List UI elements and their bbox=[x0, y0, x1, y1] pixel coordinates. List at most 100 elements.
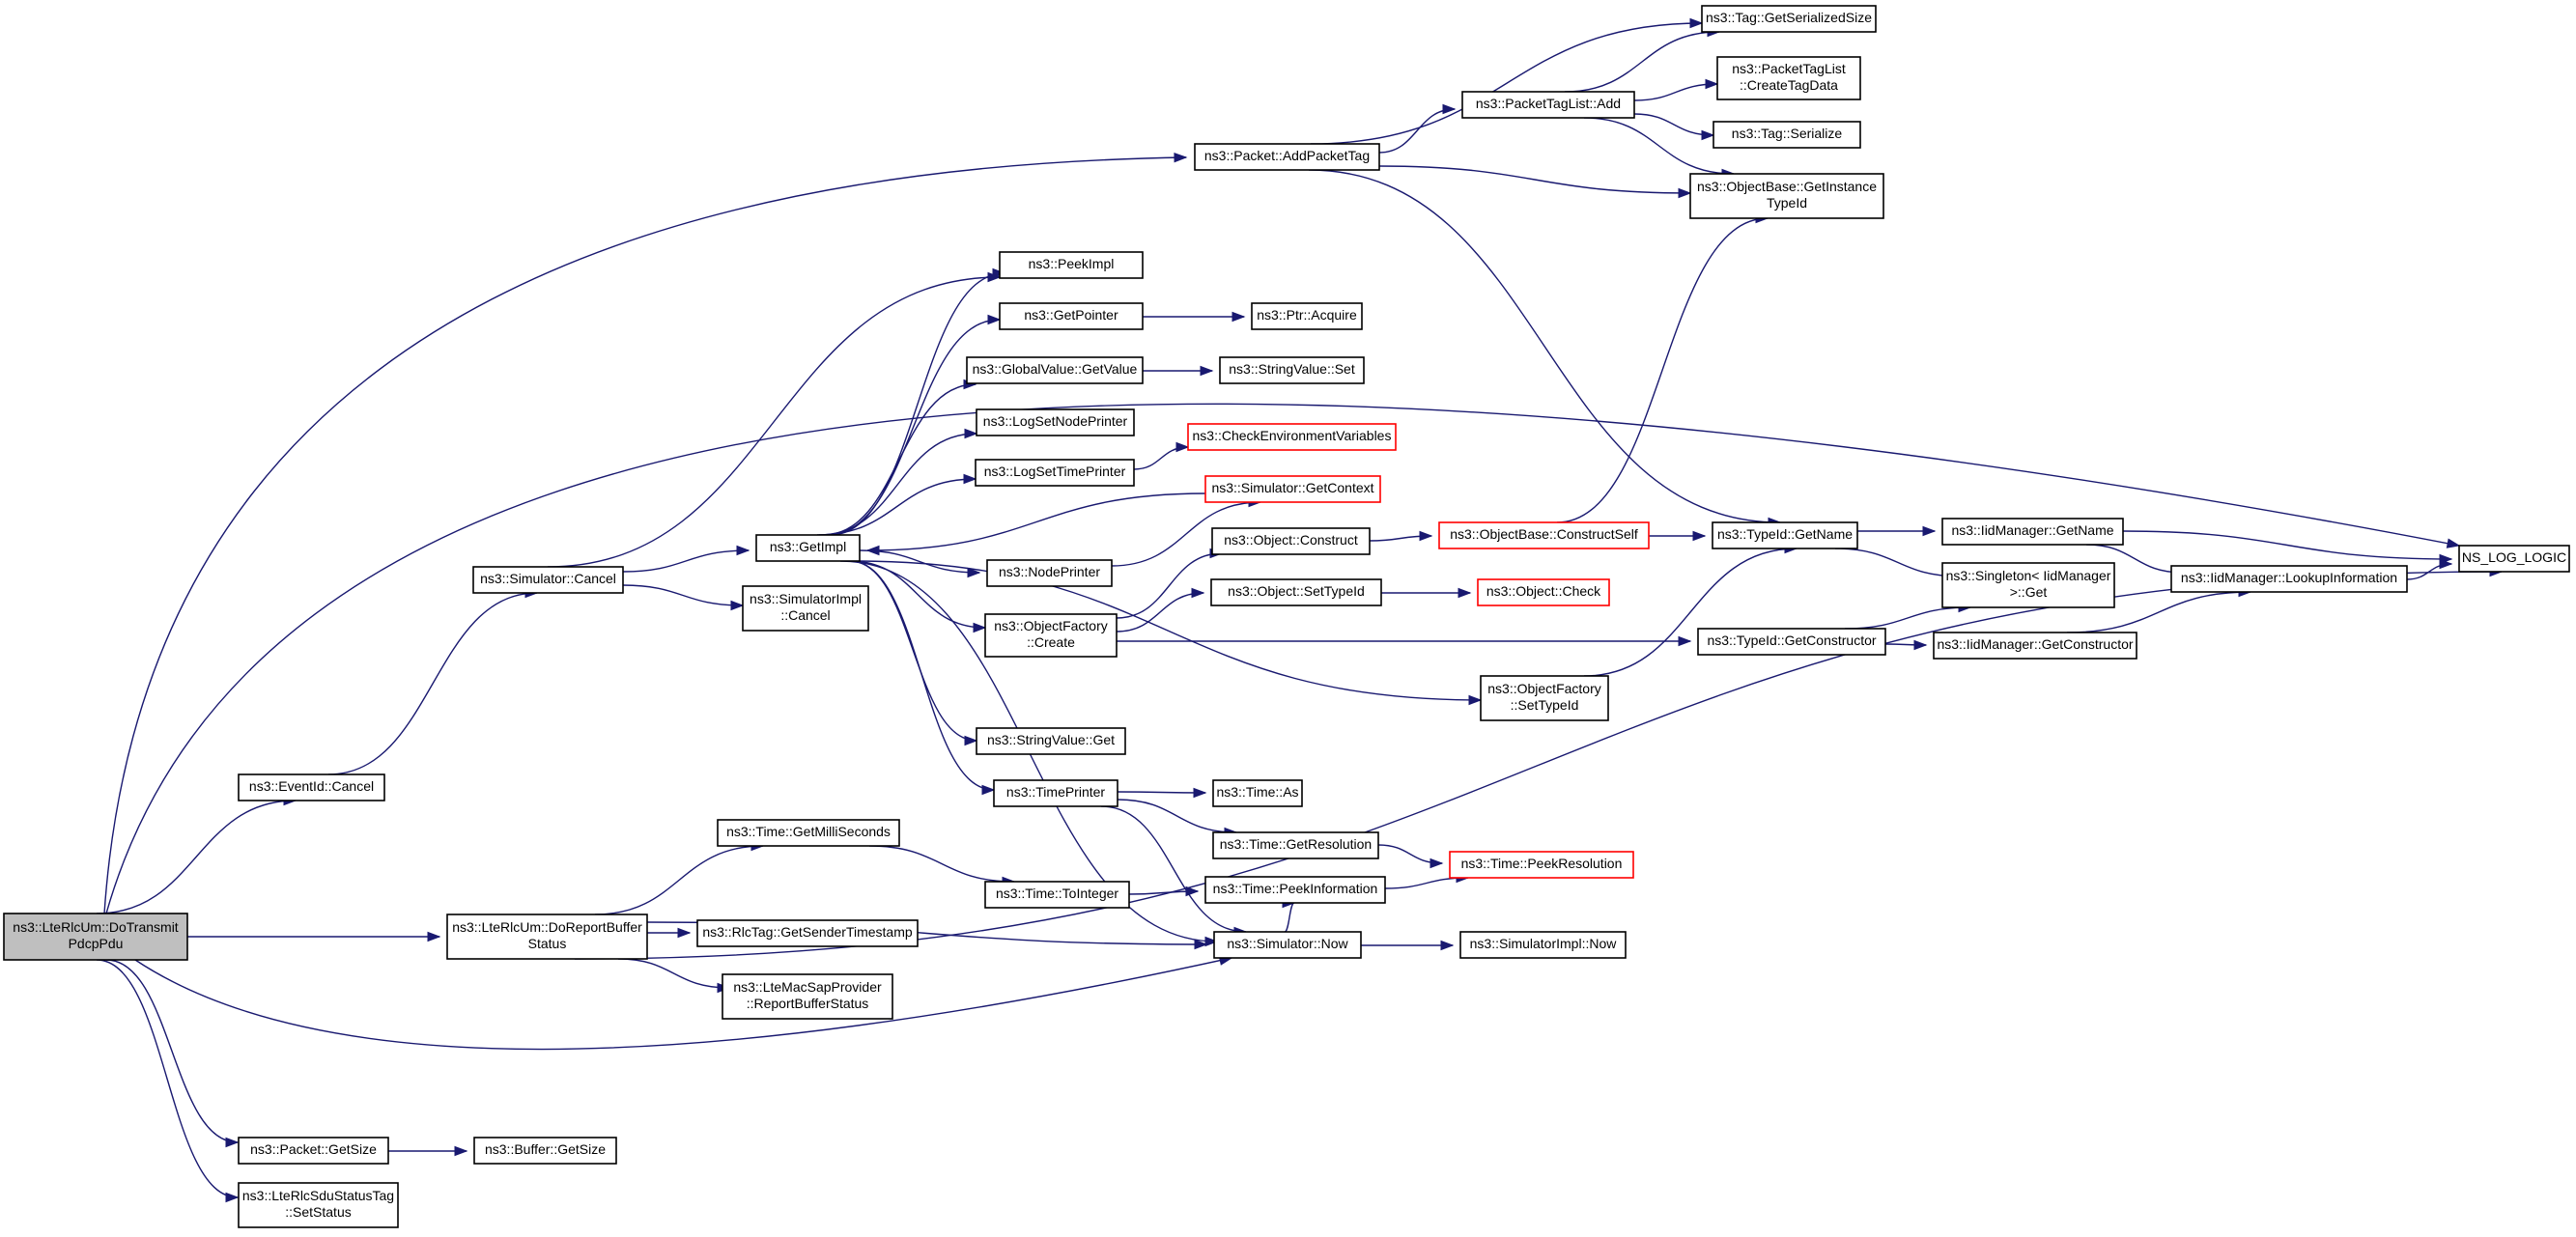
function-node-n32[interactable]: ns3::ObjectFactory::SetTypeId bbox=[1480, 675, 1609, 721]
function-node-n40[interactable]: ns3::Time::ToInteger bbox=[984, 881, 1130, 909]
node-label: ns3::IidManager::GetConstructor bbox=[1937, 636, 2133, 652]
node-label: ns3::PacketTagList bbox=[1732, 61, 1846, 76]
function-node-n27[interactable]: ns3::Object::SetTypeId bbox=[1210, 578, 1382, 606]
function-node-n44[interactable]: ns3::Simulator::Now bbox=[1213, 931, 1362, 959]
function-node-n48[interactable]: ns3::Buffer::GetSize bbox=[473, 1137, 617, 1165]
function-node-n33[interactable]: ns3::StringValue::Get bbox=[976, 727, 1126, 755]
node-label: ns3::RlcTag::GetSenderTimestamp bbox=[702, 924, 913, 940]
node-box bbox=[1210, 578, 1382, 606]
function-node-n1[interactable]: ns3::Packet::AddPacketTag bbox=[1194, 143, 1380, 171]
node-label: ns3::Tag::Serialize bbox=[1732, 126, 1843, 141]
node-box bbox=[984, 613, 1118, 658]
node-label: ns3::Time::PeekResolution bbox=[1461, 856, 1623, 871]
call-edge-n17-n7 bbox=[830, 267, 1006, 536]
node-label: NS_LOG_LOGIC bbox=[2462, 549, 2566, 565]
function-node-n36[interactable]: ns3::Time::As bbox=[1212, 779, 1303, 807]
node-box bbox=[1459, 931, 1627, 959]
call-edge-n16-n23 bbox=[622, 584, 745, 611]
function-node-n41[interactable]: ns3::Time::PeekInformation bbox=[1204, 876, 1386, 904]
node-label: ns3::Tag::GetSerializedSize bbox=[1706, 10, 1872, 25]
node-label: ns3::Time::ToInteger bbox=[996, 886, 1118, 901]
call-edge-n17-n12 bbox=[818, 428, 978, 536]
call-edge-root-n49 bbox=[96, 959, 240, 1203]
node-label: ns3::Time::PeekInformation bbox=[1213, 881, 1378, 896]
function-node-n17[interactable]: ns3::GetImpl bbox=[755, 534, 861, 562]
function-node-n20[interactable]: ns3::TypeId::GetName bbox=[1712, 521, 1858, 549]
node-box bbox=[976, 408, 1135, 436]
node-box bbox=[1211, 527, 1371, 555]
node-label: ns3::TimePrinter bbox=[1006, 784, 1106, 800]
function-node-n49[interactable]: ns3::LteRlcSduStatusTag::SetStatus bbox=[238, 1182, 399, 1228]
function-node-n11[interactable]: ns3::StringValue::Set bbox=[1219, 356, 1365, 384]
function-node-n4[interactable]: ns3::PacketTagList::CreateTagData bbox=[1716, 56, 1861, 100]
node-box bbox=[1438, 521, 1650, 549]
function-node-n7[interactable]: ns3::PeekImpl bbox=[999, 251, 1144, 279]
function-node-n26[interactable]: ns3::IidManager::LookupInformation bbox=[2170, 565, 2408, 593]
function-node-n18[interactable]: ns3::Object::Construct bbox=[1211, 527, 1371, 555]
node-box bbox=[966, 356, 1144, 384]
node-box bbox=[446, 914, 648, 960]
function-node-n46[interactable]: ns3::LteMacSapProvider::ReportBufferStat… bbox=[722, 973, 893, 1020]
call-edge-n29-n18 bbox=[1116, 548, 1224, 619]
call-edge-n32-n20 bbox=[1583, 543, 1798, 677]
function-node-n37[interactable]: ns3::Time::GetMilliSeconds bbox=[717, 819, 900, 847]
function-node-n15[interactable]: ns3::Simulator::GetContext bbox=[1204, 475, 1381, 503]
function-node-n2[interactable]: ns3::Tag::GetSerializedSize bbox=[1701, 5, 1877, 33]
function-node-n45[interactable]: ns3::SimulatorImpl::Now bbox=[1459, 931, 1627, 959]
node-label: ns3::ObjectFactory bbox=[1487, 681, 1601, 696]
function-node-n25[interactable]: ns3::Singleton< IidManager >::Get bbox=[1941, 562, 2115, 608]
function-node-n30[interactable]: ns3::TypeId::GetConstructor bbox=[1697, 628, 1886, 656]
function-node-n19[interactable]: ns3::ObjectBase::ConstructSelf bbox=[1438, 521, 1650, 549]
function-node-n10[interactable]: ns3::GlobalValue::GetValue bbox=[966, 356, 1144, 384]
node-label: ns3::Time::GetResolution bbox=[1220, 836, 1372, 852]
function-node-n31[interactable]: ns3::IidManager::GetConstructor bbox=[1933, 632, 2137, 660]
node-label: ::Cancel bbox=[780, 607, 830, 623]
node-box bbox=[1713, 121, 1861, 149]
node-box bbox=[473, 1137, 617, 1165]
function-node-n5[interactable]: ns3::Tag::Serialize bbox=[1713, 121, 1861, 149]
node-label: ::CreateTagData bbox=[1740, 77, 1838, 93]
call-edge-n1-n20 bbox=[1308, 169, 1782, 528]
node-box bbox=[1204, 475, 1381, 503]
call-edge-n38-n39 bbox=[1377, 844, 1444, 869]
edges-layer bbox=[96, 17, 2504, 1203]
function-node-n29[interactable]: ns3::ObjectFactory::Create bbox=[984, 613, 1118, 658]
function-node-n47[interactable]: ns3::Packet::GetSize bbox=[238, 1137, 389, 1165]
function-node-n21[interactable]: ns3::IidManager::GetName bbox=[1941, 518, 2124, 546]
function-node-n39[interactable]: ns3::Time::PeekResolution bbox=[1449, 851, 1634, 879]
function-node-n14[interactable]: ns3::LogSetTimePrinter bbox=[975, 459, 1135, 487]
function-node-n12[interactable]: ns3::LogSetNodePrinter bbox=[976, 408, 1135, 436]
call-edge-root-n47 bbox=[105, 959, 240, 1148]
function-node-n22[interactable]: NS_LOG_LOGIC bbox=[2458, 545, 2570, 573]
node-box bbox=[1941, 518, 2124, 546]
node-box bbox=[999, 302, 1144, 330]
node-label: ns3::SimulatorImpl::Now bbox=[1470, 936, 1618, 951]
node-label: ns3::GetPointer bbox=[1024, 307, 1118, 323]
function-node-n23[interactable]: ns3::SimulatorImpl::Cancel bbox=[742, 585, 869, 632]
node-label: ns3::Time::As bbox=[1216, 784, 1298, 800]
call-edge-n30-n31 bbox=[1884, 639, 1928, 651]
call-edge-n3-n5 bbox=[1633, 113, 1715, 141]
function-node-n38[interactable]: ns3::Time::GetResolution bbox=[1212, 831, 1379, 859]
node-label: ::ReportBufferStatus bbox=[747, 996, 869, 1011]
function-node-n13[interactable]: ns3::CheckEnvironmentVariables bbox=[1187, 423, 1397, 451]
node-box bbox=[722, 973, 893, 1020]
function-node-n16[interactable]: ns3::Simulator::Cancel bbox=[472, 566, 624, 594]
function-node-n34[interactable]: ns3::EventId::Cancel bbox=[238, 773, 385, 801]
function-node-n9[interactable]: ns3::Ptr::Acquire bbox=[1251, 302, 1363, 330]
node-label: ns3::GlobalValue::GetValue bbox=[973, 361, 1138, 377]
function-node-n3[interactable]: ns3::PacketTagList::Add bbox=[1461, 91, 1635, 119]
node-label: ns3::TypeId::GetConstructor bbox=[1707, 633, 1876, 648]
call-edge-root-n1 bbox=[103, 152, 1188, 914]
function-node-n24[interactable]: ns3::NodePrinter bbox=[986, 559, 1113, 587]
function-node-n43[interactable]: ns3::RlcTag::GetSenderTimestamp bbox=[696, 919, 919, 947]
function-node-n28[interactable]: ns3::Object::Check bbox=[1477, 578, 1610, 606]
node-box bbox=[1461, 91, 1635, 119]
function-node-n8[interactable]: ns3::GetPointer bbox=[999, 302, 1144, 330]
function-node-n35[interactable]: ns3::TimePrinter bbox=[993, 779, 1118, 807]
call-edge-n16-n17 bbox=[622, 545, 750, 573]
node-label: ns3::IidManager::GetName bbox=[1951, 522, 2113, 538]
